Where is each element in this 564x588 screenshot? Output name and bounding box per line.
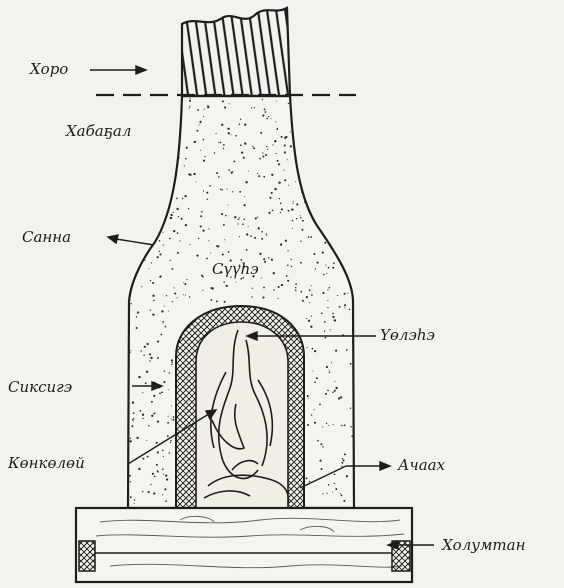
chimney-hatched-top <box>182 8 290 96</box>
label-siksige: Сиксигэ <box>8 378 72 396</box>
label-achaah: Ачаах <box>398 456 445 474</box>
label-holumtan: Холумтан <box>442 536 525 554</box>
label-konkolei: Көнкөлөй <box>8 454 85 472</box>
label-habagal: Хабаҕал <box>66 122 131 140</box>
hearth-base <box>76 508 412 582</box>
label-horo: Хоро <box>30 60 68 78</box>
label-uolehe: Үөлэһэ <box>380 326 435 344</box>
label-suuhe: Сүүһэ <box>212 260 259 278</box>
hearth-left-block <box>79 541 95 571</box>
label-sanna: Санна <box>22 228 71 246</box>
